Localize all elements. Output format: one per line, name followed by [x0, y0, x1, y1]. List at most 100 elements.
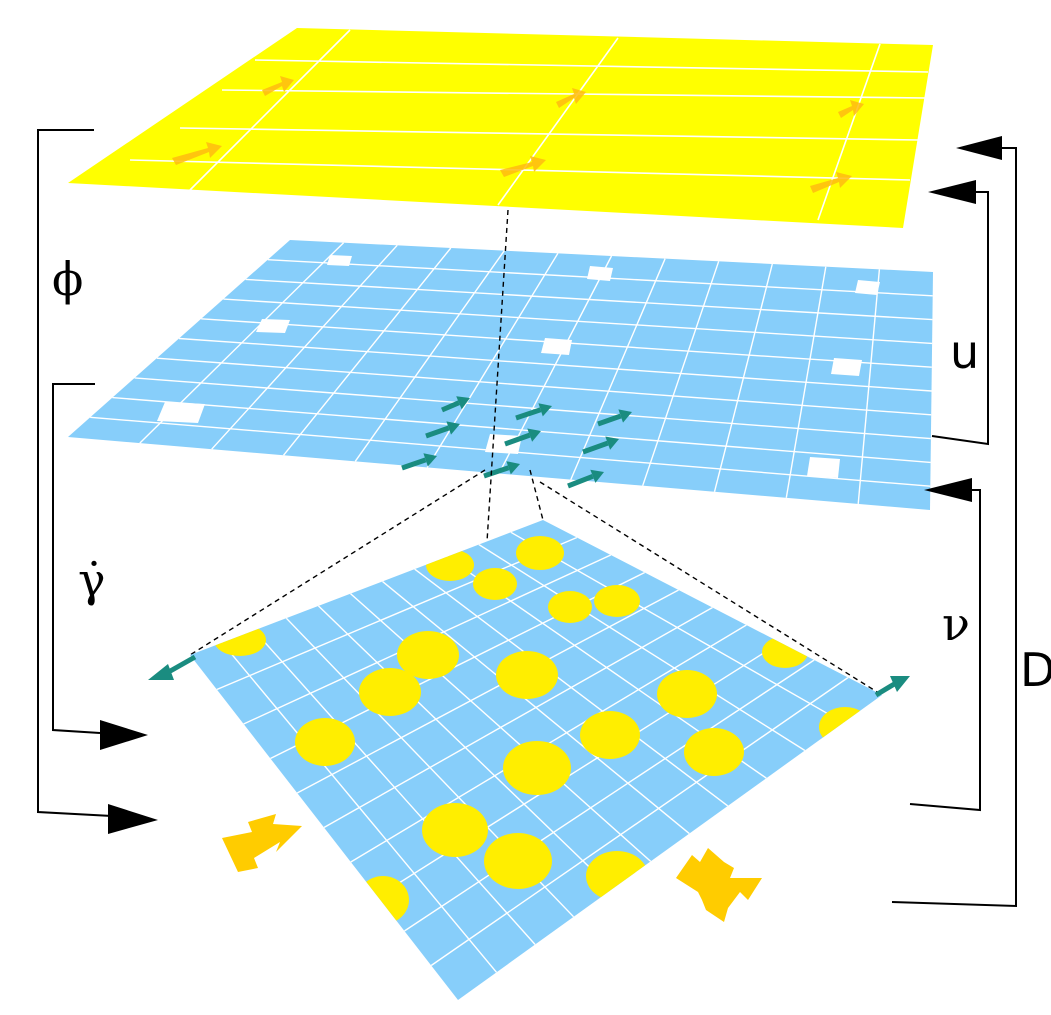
right-bracket-arrowheads	[924, 136, 1002, 502]
grain	[484, 833, 552, 889]
velocity-arrow-head	[446, 421, 460, 435]
nu-bracket	[909, 489, 981, 812]
macro-flow-arrow-icon	[262, 76, 294, 96]
meso-cell-marker	[327, 255, 352, 266]
meso-cell-marker	[831, 358, 862, 376]
velocity-arrow-icon	[148, 664, 174, 680]
meso-layer-grid	[90, 242, 933, 504]
grid-line	[156, 357, 932, 416]
left-bracket-arrowheads	[100, 720, 158, 834]
bracket-arrow-icon	[928, 180, 976, 204]
meso-cell-marker	[157, 402, 205, 423]
velocity-arrow-head	[506, 461, 520, 475]
macro-flow-arrow-icon	[838, 100, 864, 118]
velocity-arrow-shaft	[441, 400, 460, 413]
projection-line-left	[189, 469, 486, 656]
velocity-arrow-icon	[425, 421, 460, 439]
grid-line	[350, 593, 652, 862]
velocity-arrow-icon	[874, 680, 898, 698]
grain	[684, 728, 744, 776]
strain-arrow-right	[874, 676, 910, 698]
macro-layer	[68, 28, 933, 228]
grain	[426, 549, 474, 581]
velocity-arrow-icon	[504, 428, 541, 447]
grid-line	[245, 278, 933, 321]
gamma-dot-bracket	[52, 383, 101, 734]
shear-direction-arrow-icon	[222, 814, 302, 872]
grain	[422, 803, 488, 857]
meso-cell-marker	[485, 434, 522, 454]
d-bracket	[891, 147, 1017, 908]
bracket-arrow-icon	[108, 804, 158, 834]
grain	[397, 631, 459, 679]
shear-arrows	[222, 814, 762, 922]
shear-direction-arrow-icon	[676, 848, 762, 922]
grain	[762, 636, 808, 668]
macro-flow-arrow-icon	[556, 88, 586, 108]
velocity-arrow-head	[423, 453, 437, 467]
u-bracket	[931, 191, 989, 446]
grain	[657, 670, 717, 718]
projection-line-back	[529, 469, 544, 521]
velocity-arrow-head	[538, 403, 552, 417]
velocity-arrow-shaft	[504, 432, 531, 447]
grain	[503, 741, 571, 795]
velocity-arrow-head	[590, 469, 604, 483]
grain	[359, 668, 421, 716]
meso-white-cells	[157, 255, 880, 478]
velocity-arrow-icon	[515, 403, 552, 421]
grid-line	[414, 568, 729, 807]
velocity-arrow-shaft	[515, 407, 542, 421]
velocity-arrow-shaft	[401, 457, 427, 471]
velocity-arrow-icon	[890, 676, 910, 692]
velocity-arrow-icon	[582, 436, 619, 455]
velocity-arrow-head	[605, 436, 619, 450]
velocity-arrow-shaft	[483, 465, 510, 479]
velocity-arrow-icon	[483, 461, 520, 479]
strain-arrow-left	[148, 654, 197, 680]
phi-label: ϕ	[52, 252, 83, 306]
grain	[580, 711, 640, 759]
macro-flow-arrow-icon	[172, 142, 222, 165]
grain	[357, 876, 409, 924]
grain	[594, 585, 640, 617]
macro-flow-arrow-icon	[500, 156, 546, 177]
grid-line	[221, 642, 498, 973]
grid-line	[296, 589, 679, 794]
bracket-arrow-icon	[924, 478, 972, 502]
velocity-arrow-icon	[441, 396, 470, 413]
meso-cell-marker	[256, 319, 290, 333]
velocity-arrow-shaft	[425, 425, 450, 439]
grain	[295, 718, 355, 766]
velocity-arrow-shaft	[597, 413, 622, 427]
grid-line	[317, 605, 613, 890]
grid-line	[134, 377, 931, 440]
grid-line	[253, 630, 536, 945]
right-brackets	[891, 147, 1017, 908]
grain	[516, 536, 564, 570]
grain	[548, 591, 592, 623]
u-label: u	[950, 325, 979, 379]
grid-line	[216, 536, 578, 691]
velocity-arrow-shaft	[582, 440, 609, 455]
grid-line	[223, 298, 933, 345]
velocity-arrow-head	[527, 428, 541, 442]
gamma-dot-label: γ̇	[78, 553, 106, 607]
grid-line	[112, 396, 931, 464]
grain	[496, 651, 558, 699]
macro-flow-arrows	[172, 76, 864, 193]
grid-line	[510, 531, 844, 724]
velocity-arrow-icon	[401, 453, 437, 471]
micro-layer	[148, 520, 910, 1000]
meso-cell-marker	[807, 457, 840, 478]
bracket-arrow-icon	[100, 720, 148, 750]
macro-flow-arrow-icon	[810, 172, 852, 193]
phi-bracket	[37, 129, 113, 817]
bracket-arrow-icon	[956, 136, 1002, 160]
meso-cell-marker	[587, 266, 613, 281]
velocity-arrow-shaft	[567, 473, 594, 489]
grain	[819, 707, 871, 747]
velocity-arrow-head	[456, 396, 470, 410]
